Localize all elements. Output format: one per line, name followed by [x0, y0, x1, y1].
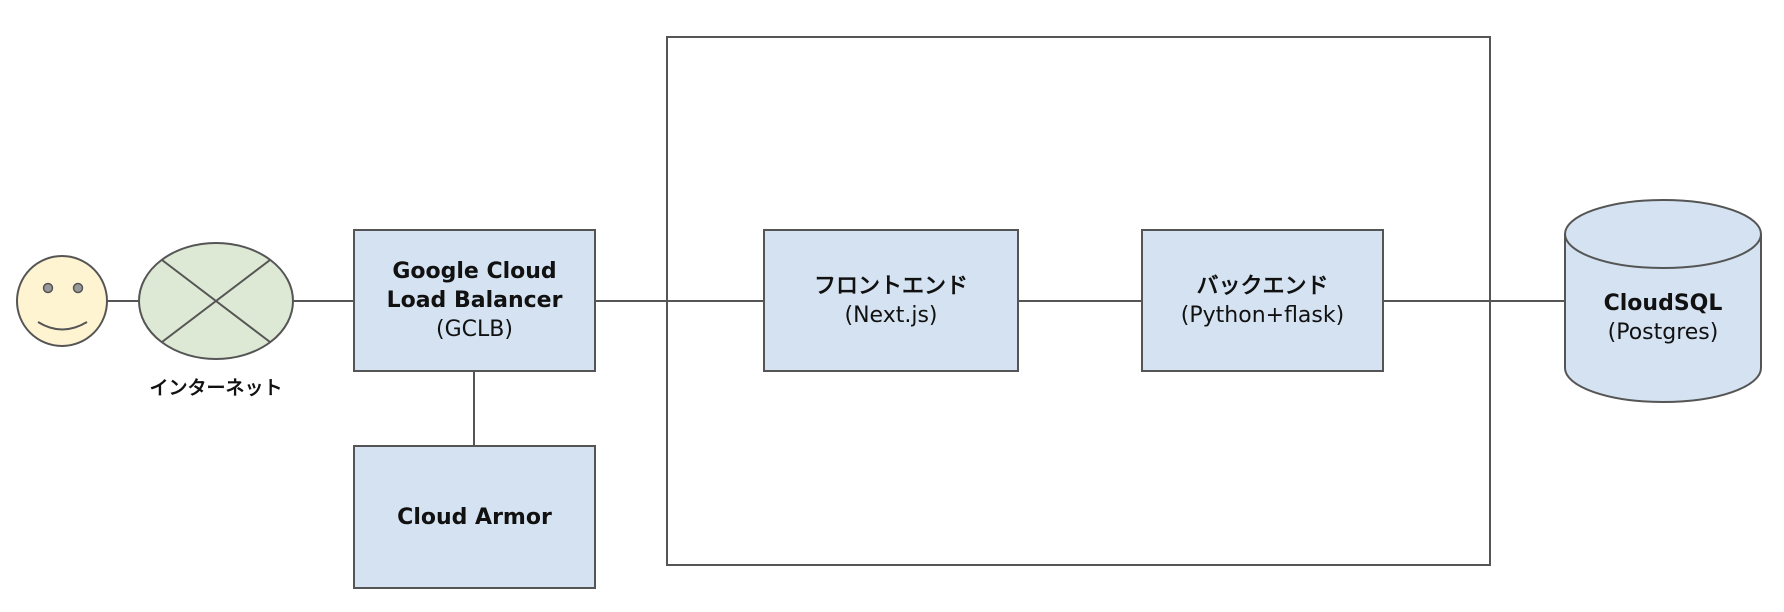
frontend-box — [763, 229, 1019, 372]
cloudsql-title: CloudSQL — [1603, 291, 1723, 316]
internet-caption: インターネット — [149, 377, 283, 399]
frontend-title: フロントエンド — [813, 273, 968, 299]
cloud-armor-box — [353, 445, 596, 589]
backend-label: バックエンド (Python+flask) — [1142, 230, 1383, 371]
cloudsql-label: CloudSQL (Postgres) — [1565, 268, 1761, 368]
gclb-box — [353, 229, 596, 372]
gclb-title-line1: Google Cloud — [392, 259, 557, 284]
backend-box — [1141, 229, 1384, 372]
gclb-subtitle: (GCLB) — [436, 317, 513, 342]
cloud-armor-label: Cloud Armor — [354, 446, 595, 588]
cloudsql-subtitle: (Postgres) — [1607, 320, 1719, 345]
cloudsql-database-icon — [1564, 199, 1762, 403]
cloud-armor-title: Cloud Armor — [397, 504, 552, 530]
frontend-label: フロントエンド (Next.js) — [764, 230, 1018, 371]
app-container-frame — [666, 36, 1491, 566]
gclb-title-line2: Load Balancer — [386, 288, 563, 313]
backend-subtitle: (Python+flask) — [1180, 302, 1345, 328]
frontend-subtitle: (Next.js) — [844, 302, 938, 328]
internet-icon — [138, 242, 294, 360]
user-smiley-icon — [16, 255, 108, 347]
gclb-label: Google Cloud Load Balancer (GCLB) — [354, 230, 595, 371]
backend-title: バックエンド — [1196, 273, 1329, 299]
